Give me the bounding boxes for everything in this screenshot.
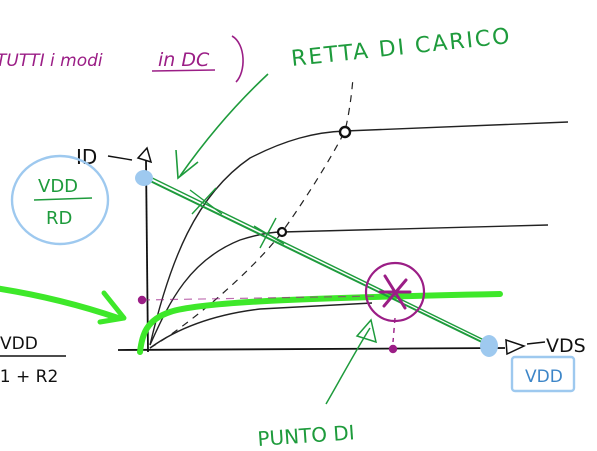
characteristic-curve-top [149, 121, 569, 346]
operating-point-circle [364, 261, 426, 323]
curve-point-top [338, 125, 352, 139]
operating-point-label-arrow [325, 327, 371, 405]
load-line-label-arrow [179, 73, 269, 177]
dc-note-text: TUTTI i modi [0, 51, 103, 71]
x-axis-arrowhead [505, 338, 527, 356]
y-intercept-fraction-bar [33, 197, 93, 201]
bias-arrowhead [97, 290, 127, 325]
y-intercept-circle [10, 154, 110, 246]
y-intercept-label: VDD RD [10, 154, 110, 246]
bias-arrow [0, 285, 121, 321]
x-axis [117, 347, 506, 351]
operating-current-dot [137, 295, 147, 305]
x-axis-label: VDS [546, 335, 586, 357]
dc-note-underlined-text: in DC [158, 49, 210, 71]
load-line-label-arrowhead [175, 149, 199, 180]
y-intercept-marker [135, 170, 153, 186]
y-intercept-numerator: VDD [38, 176, 78, 197]
y-axis-arrowhead [136, 146, 153, 164]
x-intercept-label: VDD [510, 355, 576, 393]
load-line-label: RETTA DI CARICO [290, 24, 513, 72]
bias-curve-bright [137, 291, 503, 355]
operating-current-dashed [141, 295, 381, 301]
y-axis-label: ID [76, 145, 97, 169]
load-line [143, 177, 491, 347]
dc-note-bracket [231, 35, 244, 83]
operating-voltage-dot [388, 344, 398, 354]
x-axis-label-pointer [526, 341, 546, 345]
load-line-cross-1 [189, 187, 223, 215]
curve-point-mid [276, 226, 288, 238]
saturation-locus-dashed [149, 77, 354, 349]
operating-point-label-arrowhead [355, 318, 378, 344]
x-intercept-text: VDD [525, 367, 563, 387]
left-fraction-denominator: R1 + R2 [0, 367, 58, 387]
operating-point-star [378, 274, 412, 310]
load-line-cross-2 [253, 217, 285, 249]
left-fraction-numerator: VDD [0, 334, 38, 354]
dc-note-underline [151, 69, 216, 72]
characteristic-curve-bottom [149, 302, 373, 349]
dc-note: TUTTI i modi in DC [0, 35, 244, 83]
load-line-double [139, 171, 487, 342]
x-intercept-box [510, 355, 576, 393]
characteristic-curve-mid [149, 224, 549, 346]
left-fraction: VDD R1 + R2 [0, 334, 66, 387]
y-intercept-denominator: RD [46, 208, 72, 229]
operating-point-label: PUNTO DI [257, 420, 356, 451]
x-intercept-marker [480, 335, 498, 357]
y-axis-label-pointer [107, 155, 133, 161]
